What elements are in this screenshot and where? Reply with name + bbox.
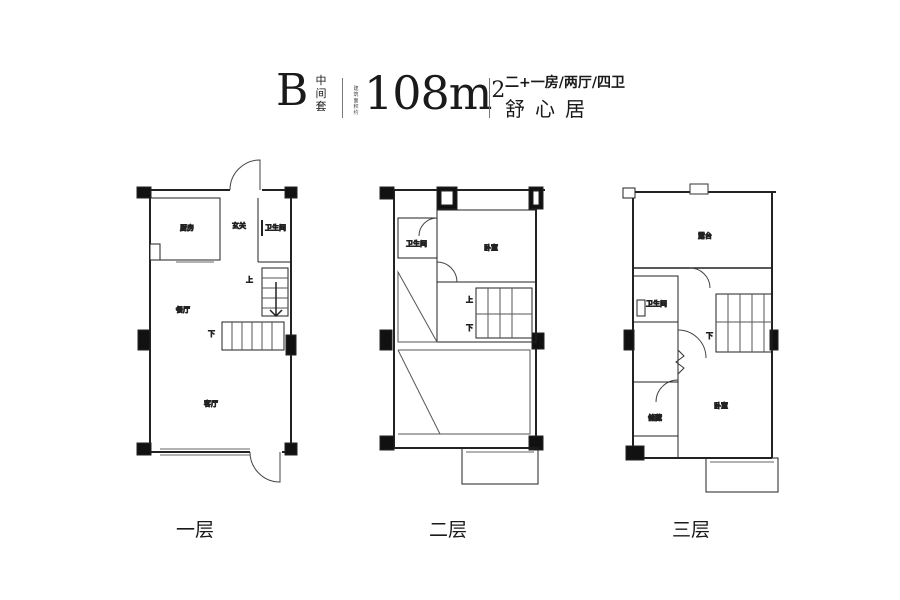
area-caption-char: 面 — [353, 98, 359, 104]
room-label-bathroom: 卫生间 — [406, 239, 427, 248]
area-caption: 建 筑 面 积 约 — [352, 86, 360, 116]
floor-label-2: 二层 — [429, 519, 468, 541]
room-label-kitchen: 厨房 — [180, 223, 194, 232]
plan-name: 舒心居 — [505, 97, 595, 121]
stair-label-down: 下 — [466, 324, 473, 332]
floor-3-plan: 露台 卫生间 储藏 卧室 下 — [622, 183, 779, 493]
stair-label-up: 上 — [246, 275, 253, 284]
area-caption-char: 建 — [353, 86, 359, 92]
unit-type-char: 中 — [315, 74, 327, 87]
floor-1-plan: 厨房 玄关 卫生间 餐厅 客厅 上 下 — [136, 159, 298, 483]
unit-type-char: 间 — [315, 87, 327, 100]
area-unit-sup: 2 — [491, 78, 505, 103]
unit-letter: B — [276, 65, 309, 116]
area-caption-char: 筑 — [353, 92, 359, 98]
area-caption-char: 约 — [353, 110, 359, 116]
room-label-bedroom: 卧室 — [484, 243, 498, 252]
header-divider — [489, 78, 490, 118]
stair-label-down: 下 — [706, 332, 713, 340]
rooms-summary: 二+一房/两厅/四卫 — [505, 75, 625, 91]
room-label-bathroom: 卫生间 — [646, 299, 667, 308]
floor-2-plan: 卫生间 卧室 上 下 — [379, 186, 545, 485]
area-number: 108m — [364, 66, 492, 120]
unit-type-vertical: 中 间 套 — [314, 74, 328, 113]
plan-header: B 中 间 套 建 筑 面 积 约 108m2 二+一房/两厅/四卫 舒心居 — [0, 0, 900, 140]
area-caption-char: 积 — [353, 104, 359, 110]
floor-label-1: 一层 — [176, 519, 215, 541]
header-divider — [342, 78, 343, 118]
room-label-living: 客厅 — [204, 399, 218, 408]
room-label-bathroom: 卫生间 — [265, 223, 286, 232]
room-label-entry: 玄关 — [232, 221, 246, 230]
room-label-dining: 餐厅 — [176, 305, 190, 314]
room-label-bedroom: 卧室 — [714, 401, 728, 410]
unit-type-char: 套 — [315, 100, 327, 113]
stair-label-up: 上 — [466, 295, 473, 304]
area-value: 108m2 — [364, 66, 505, 120]
stair-label-down: 下 — [208, 330, 215, 338]
room-label-storage: 储藏 — [648, 413, 662, 422]
room-label-terrace: 露台 — [698, 231, 712, 240]
floor-label-3: 三层 — [672, 519, 711, 541]
